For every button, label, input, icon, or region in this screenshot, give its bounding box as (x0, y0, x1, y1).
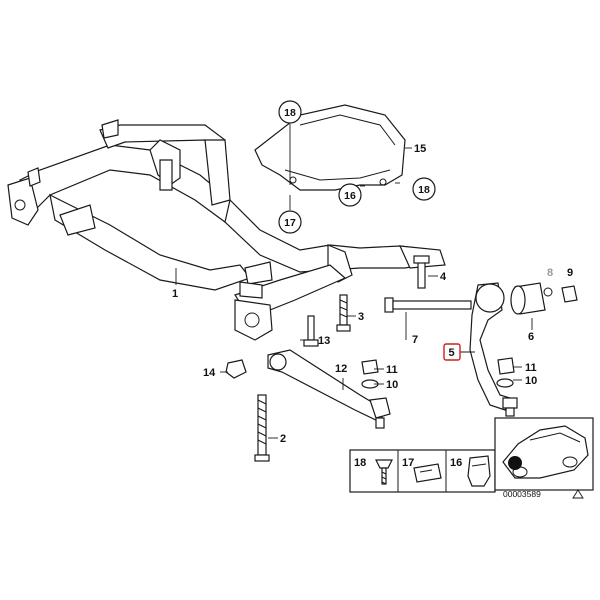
nut-14 (225, 359, 247, 379)
bolt-7 (384, 297, 472, 313)
nut-washer-right (496, 357, 515, 388)
control-arm (267, 349, 391, 429)
label-11a: 11 (386, 364, 398, 376)
bolt-short (336, 294, 351, 332)
bolt-long (254, 394, 270, 462)
leader-lines (175, 124, 533, 439)
label-8: 8 (547, 267, 553, 279)
circle-label-18a: 18 (284, 107, 296, 119)
legend-box-16: 16 (450, 457, 462, 469)
circle-label-18b: 18 (418, 184, 430, 196)
tension-strut (469, 282, 518, 417)
label-10b: 10 (525, 375, 537, 387)
highlighted-label-5[interactable]: 5 (443, 343, 461, 361)
label-15: 15 (414, 143, 426, 155)
legend-nut-icon (467, 455, 491, 487)
label-7: 7 (412, 334, 418, 346)
reference-number: 00003589 (503, 489, 541, 499)
legend-box-17: 17 (402, 457, 414, 469)
washer-8 (543, 287, 553, 297)
circled-labels: 18 17 16 18 (278, 100, 436, 234)
bolt-4 (413, 255, 430, 289)
legend-screw-icon (375, 459, 393, 485)
car-thumbnail (494, 417, 594, 491)
label-9: 9 (567, 267, 573, 279)
legend-strip: 18 17 16 (349, 449, 496, 493)
label-12: 12 (335, 363, 347, 375)
legend-box-18: 18 (354, 457, 366, 469)
label-13: 13 (318, 335, 330, 347)
label-10a: 10 (386, 379, 398, 391)
car-location-marker (508, 456, 522, 470)
axle-carrier (7, 119, 446, 341)
label-5: 5 (449, 347, 455, 359)
label-14: 14 (203, 367, 216, 379)
label-4: 4 (440, 271, 447, 283)
legend-clip-icon (413, 463, 442, 483)
label-11b: 11 (525, 362, 537, 374)
label-6: 6 (528, 331, 534, 343)
circle-label-16: 16 (344, 190, 356, 202)
bushing (510, 282, 546, 315)
circle-label-17: 17 (284, 217, 296, 229)
label-2: 2 (280, 433, 286, 445)
heat-shield (254, 104, 406, 191)
bolt-13 (303, 315, 319, 347)
part-labels: 1 2 3 4 6 7 8 9 10 10 11 11 12 13 14 15 (172, 143, 573, 445)
warning-triangle-icon (572, 489, 584, 499)
nut-9 (561, 285, 578, 303)
nut-washer-left (361, 359, 379, 389)
label-3: 3 (358, 311, 364, 323)
label-1: 1 (172, 288, 178, 300)
